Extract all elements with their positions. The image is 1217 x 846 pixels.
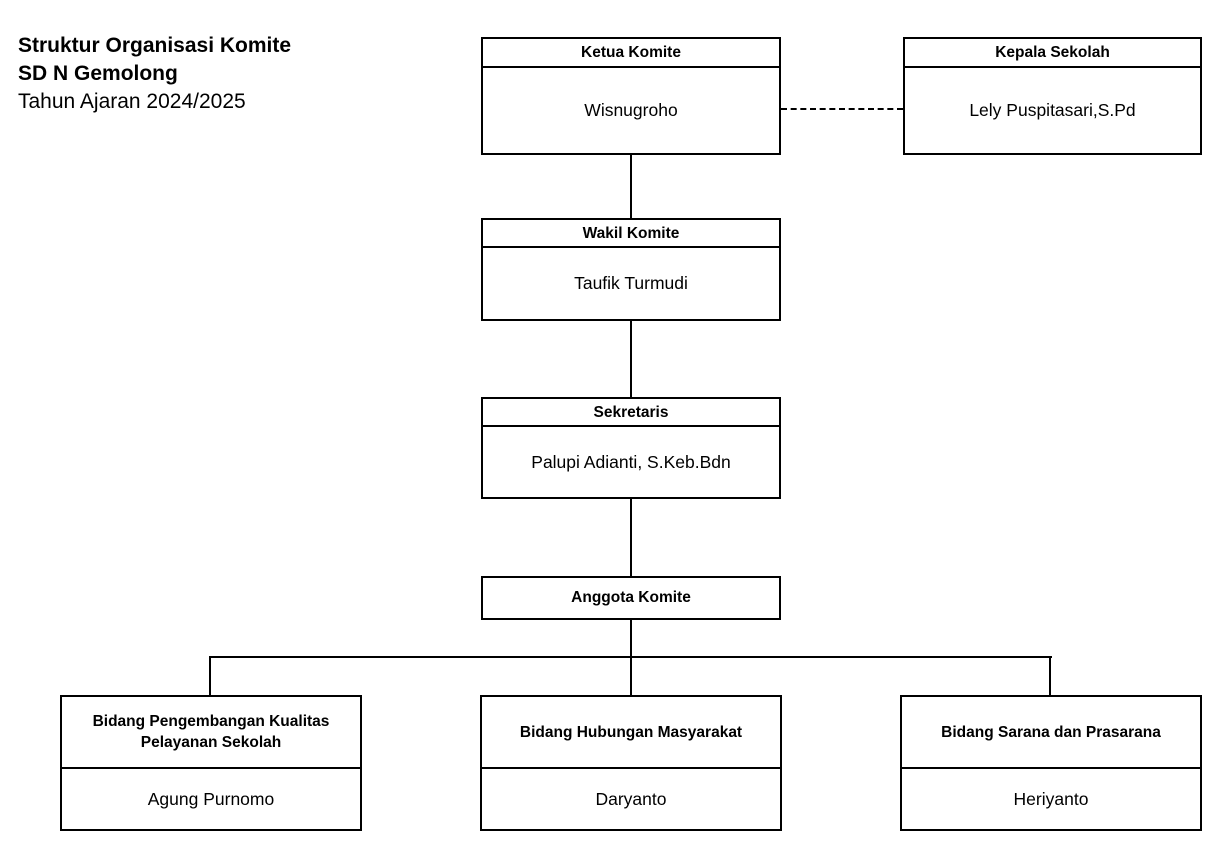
- title-line-3: Tahun Ajaran 2024/2025: [18, 90, 246, 113]
- node-person-name: Lely Puspitasari,S.Pd: [969, 100, 1136, 120]
- node-bidang-hubungan-masyarakat: Bidang Hubungan Masyarakat Daryanto: [480, 695, 782, 831]
- chart-title: Struktur Organisasi Komite SD N Gemolong…: [18, 32, 291, 116]
- node-person-name: Taufik Turmudi: [574, 273, 688, 293]
- node-role-label: Bidang Sarana dan Prasarana: [902, 697, 1200, 769]
- connector-ketua-wakil: [630, 155, 632, 219]
- node-role-label: Bidang Pengembangan Kualitas Pelayanan S…: [62, 697, 360, 769]
- node-role-label: Sekretaris: [483, 399, 779, 427]
- title-line-2: SD N Gemolong: [18, 62, 178, 85]
- title-line-1: Struktur Organisasi Komite: [18, 34, 292, 57]
- node-role-label: Ketua Komite: [483, 39, 779, 68]
- node-role-label: Anggota Komite: [571, 589, 691, 606]
- node-role-label: Wakil Komite: [483, 220, 779, 248]
- node-bidang-sarana-prasarana: Bidang Sarana dan Prasarana Heriyanto: [900, 695, 1202, 831]
- connector-sekretaris-anggota: [630, 498, 632, 577]
- node-person-name: Heriyanto: [1013, 788, 1089, 809]
- connector-dashed-ketua-kepala: [781, 108, 903, 110]
- node-kepala-sekolah: Kepala Sekolah Lely Puspitasari,S.Pd: [903, 37, 1202, 155]
- node-role-label: Kepala Sekolah: [905, 39, 1200, 68]
- connector-drop-right: [1049, 656, 1051, 696]
- node-person-name: Agung Purnomo: [147, 788, 275, 809]
- node-sekretaris: Sekretaris Palupi Adianti, S.Keb.Bdn: [481, 397, 781, 499]
- node-ketua-komite: Ketua Komite Wisnugroho: [481, 37, 781, 155]
- connector-wakil-sekretaris: [630, 320, 632, 398]
- node-bidang-pengembangan-kualitas: Bidang Pengembangan Kualitas Pelayanan S…: [60, 695, 362, 831]
- connector-branch-horizontal: [210, 656, 1052, 658]
- node-anggota-komite: Anggota Komite: [481, 576, 781, 620]
- node-person-name: Wisnugroho: [584, 100, 678, 120]
- connector-drop-left: [209, 656, 211, 696]
- node-role-label: Bidang Hubungan Masyarakat: [482, 697, 780, 769]
- node-person-name: Daryanto: [595, 788, 667, 809]
- node-wakil-komite: Wakil Komite Taufik Turmudi: [481, 218, 781, 321]
- node-person-name: Palupi Adianti, S.Keb.Bdn: [531, 451, 731, 472]
